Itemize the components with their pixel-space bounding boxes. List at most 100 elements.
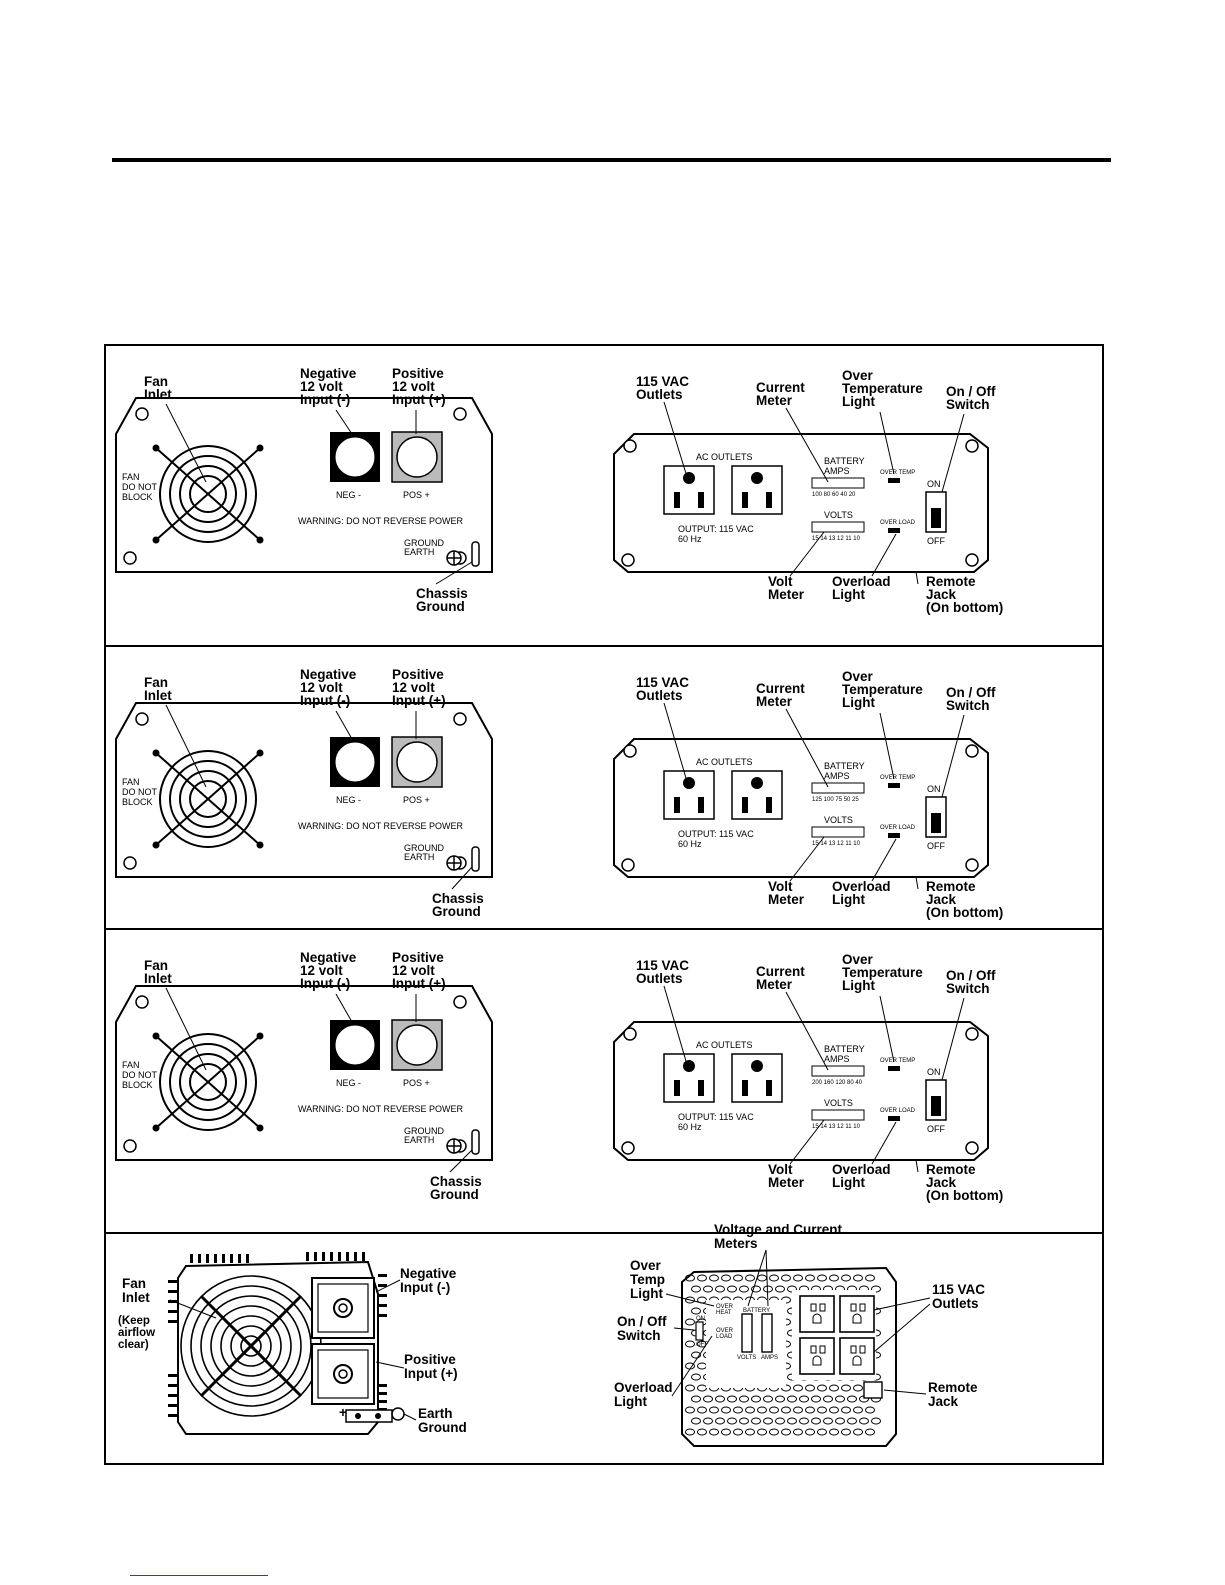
mount-hole-icon [965,744,979,758]
mount-hole-icon [453,407,467,421]
mount-hole-icon [123,551,137,565]
amps-scale-label: 200 160 120 80 40 [812,1080,863,1086]
over-temp-label: OVER TEMP [880,775,915,781]
mount-hole-icon [965,1027,979,1041]
amps-meter-icon [811,477,865,489]
amps-meter-icon [811,1065,865,1077]
volts-label: VOLTS [737,1355,756,1361]
outlet-icon [663,465,715,515]
mount-hole-icon [135,407,149,421]
mount-hole-icon [965,553,979,567]
neg-terminal-label: NEG - [336,795,361,805]
off-label: OFF [927,536,945,546]
earth-ground-lug-icon [345,1407,405,1423]
neg-terminal-label: NEG - [336,1078,361,1088]
mount-hole-icon [621,1141,635,1155]
fan-grille-icon [152,1032,264,1132]
over-temp-light-icon [888,783,900,788]
chassis-ground-lug-icon [471,541,480,567]
mount-hole-icon [621,553,635,567]
outlet-icon [731,465,783,515]
amps-scale-label: 100 80 60 40 20 [812,492,856,498]
over-temp-light-icon [888,478,900,483]
pos-terminal-label: POS + [403,1078,430,1088]
on-label: ON [927,784,941,794]
mount-hole-icon [965,1141,979,1155]
outlet-icon [839,1337,875,1375]
ac-outlets-label: AC OUTLETS [696,452,753,462]
on-label: ON [927,479,941,489]
negative-terminal-icon [311,1277,375,1339]
pos-terminal-label: POS + [403,490,430,500]
volt-meter-icon [811,521,865,533]
overload-light-icon [888,1116,900,1121]
fan-grille-icon [180,1275,322,1417]
over-temp-label: OVER TEMP [880,1058,915,1064]
mount-hole-icon [623,439,637,453]
fan-grille-icon [152,749,264,849]
mount-hole-icon [623,1027,637,1041]
row-separator [104,928,1104,930]
mount-hole-icon [621,858,635,872]
warning-label: WARNING: DO NOT REVERSE POWER [298,516,464,526]
outlet-icon [799,1295,835,1333]
off-label: OFF [927,1124,945,1134]
volts-label: VOLTS [824,510,853,520]
over-temp-label: OVER TEMP [880,470,915,476]
mount-hole-icon [135,712,149,726]
over-load-label: OVER LOAD [880,825,916,831]
warning-label: WARNING: DO NOT REVERSE POWER [298,821,464,831]
volts-label: VOLTS [824,1098,853,1108]
header-rule [112,158,1111,162]
outlet-icon [731,770,783,820]
overload-light-icon [888,528,900,533]
on-label: ON [927,1067,941,1077]
outlet-icon [663,770,715,820]
volt-meter-icon [811,1109,865,1121]
volt-meter-icon [741,1313,753,1353]
overload-light-icon [888,833,900,838]
mount-hole-icon [453,712,467,726]
